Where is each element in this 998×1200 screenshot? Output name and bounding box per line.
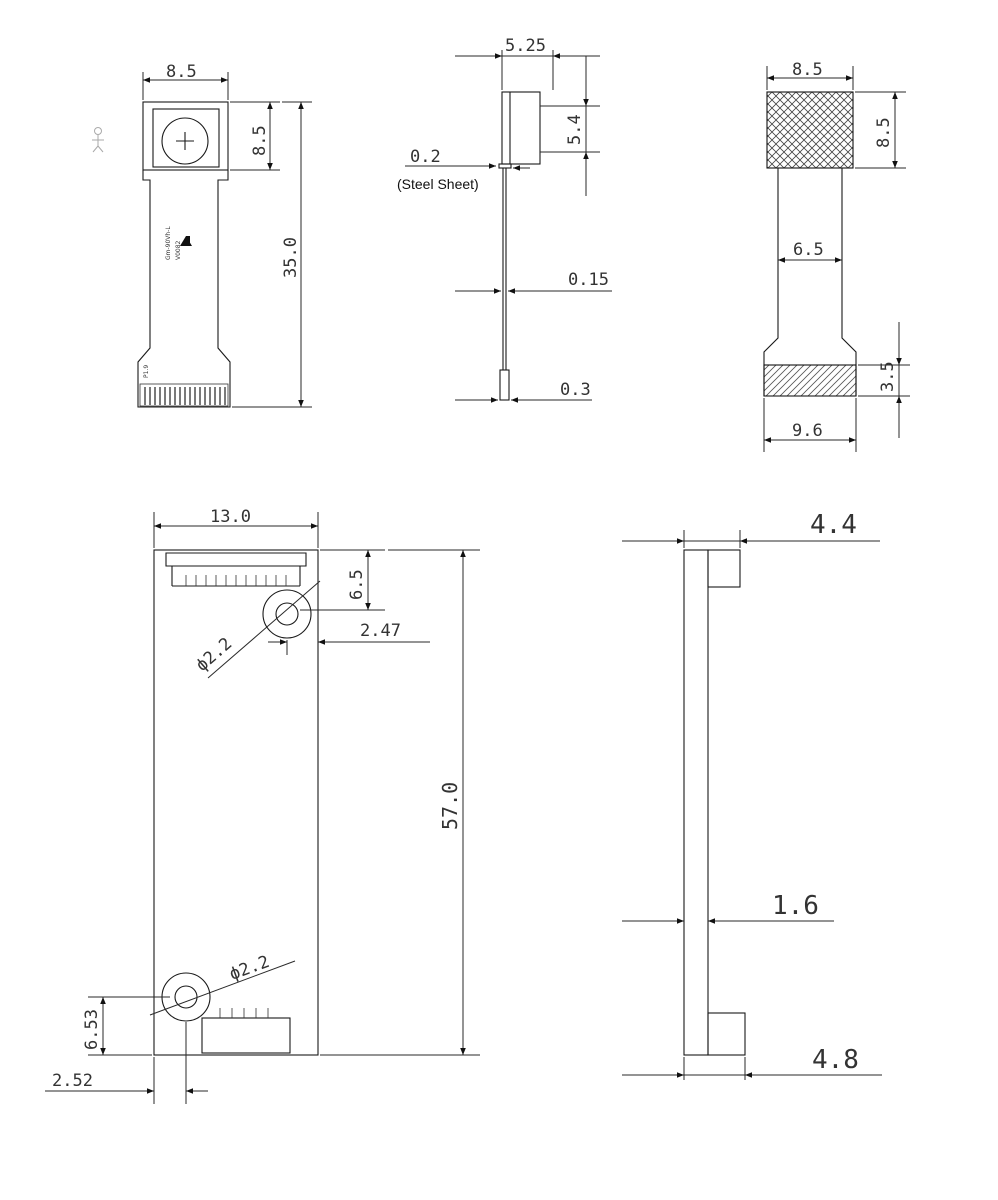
- top-component-height-dim: 4.4: [810, 510, 857, 540]
- steel-thickness-dim: 0.2: [410, 147, 441, 167]
- lens-housing: [142, 101, 229, 171]
- connector-width-dim: 9.6: [792, 421, 823, 441]
- camera-front-view: Gm-90Vh-L V0082 P1.9 8.5 8.5 35.0: [92, 62, 312, 408]
- bottom-connector: [201, 1008, 291, 1054]
- module-height-dim: 5.4: [565, 114, 585, 145]
- pin-label: P1.9: [143, 365, 150, 378]
- lens-inner: [152, 108, 220, 168]
- lens-width-dim: 8.5: [166, 62, 197, 82]
- board-length-dim: 57.0: [438, 782, 462, 830]
- camera-back-view: 8.5 8.5 6.5 3.5 9.6: [763, 60, 910, 452]
- connector-height-dim: 3.5: [878, 361, 898, 392]
- connector-offset-dim: 6.5: [347, 569, 367, 600]
- bottom-component: [707, 1012, 746, 1056]
- top-mount-hole: [262, 589, 312, 639]
- connector-thickness-dim: 0.3: [560, 380, 591, 400]
- bottom-hole-diameter-dim: ϕ2.2: [227, 952, 272, 985]
- lens-depth-dim: 5.25: [505, 36, 546, 56]
- stiffener-width-dim: 8.5: [792, 60, 823, 80]
- top-connector: [165, 552, 307, 587]
- total-length-dim: 35.0: [281, 237, 301, 278]
- steel-sheet-note: (Steel Sheet): [397, 176, 479, 192]
- camera-side-view: 5.25 5.4 0.2 (Steel Sheet) 0.15 0.3: [397, 36, 612, 403]
- flex-width-dim: 6.5: [793, 240, 824, 260]
- flex-thickness-dim: 0.15: [568, 270, 609, 290]
- board-front-view: ϕ2.2 6.5 2.47 13.0 57.0 ϕ2.2 6.53: [45, 507, 480, 1104]
- lens-body-side: [501, 91, 541, 165]
- board-width-dim: 13.0: [210, 507, 251, 527]
- board-side-view: 4.4 1.6 4.8: [622, 510, 882, 1080]
- side-connector: [499, 369, 510, 401]
- pcb-label-line1: Gm-90Vh-L: [165, 226, 172, 260]
- lens-circle: [161, 117, 209, 165]
- top-hole-offset-dim: 2.47: [360, 621, 401, 641]
- person-icon: [92, 127, 104, 153]
- board-edge: [683, 549, 709, 1056]
- board-outline: [153, 549, 319, 1056]
- pcb-label-line2: V0082: [175, 240, 182, 260]
- connector-pins: [144, 387, 226, 405]
- top-component: [707, 549, 741, 588]
- top-hole-diameter-dim: ϕ2.2: [192, 634, 236, 676]
- board-thickness-dim: 1.6: [772, 891, 819, 921]
- bottom-hole-offset-dim: 2.52: [52, 1071, 93, 1091]
- bottom-component-height-dim: 4.8: [812, 1045, 859, 1075]
- lens-height-dim: 8.5: [250, 125, 270, 156]
- connector-hatch: [763, 364, 857, 397]
- flex-cable: [137, 170, 231, 408]
- stiffener-height-dim: 8.5: [874, 117, 894, 148]
- steel-sheet: [498, 163, 512, 169]
- bottom-hole-height-dim: 6.53: [82, 1009, 102, 1050]
- stiffener-crosshatch: [766, 91, 854, 169]
